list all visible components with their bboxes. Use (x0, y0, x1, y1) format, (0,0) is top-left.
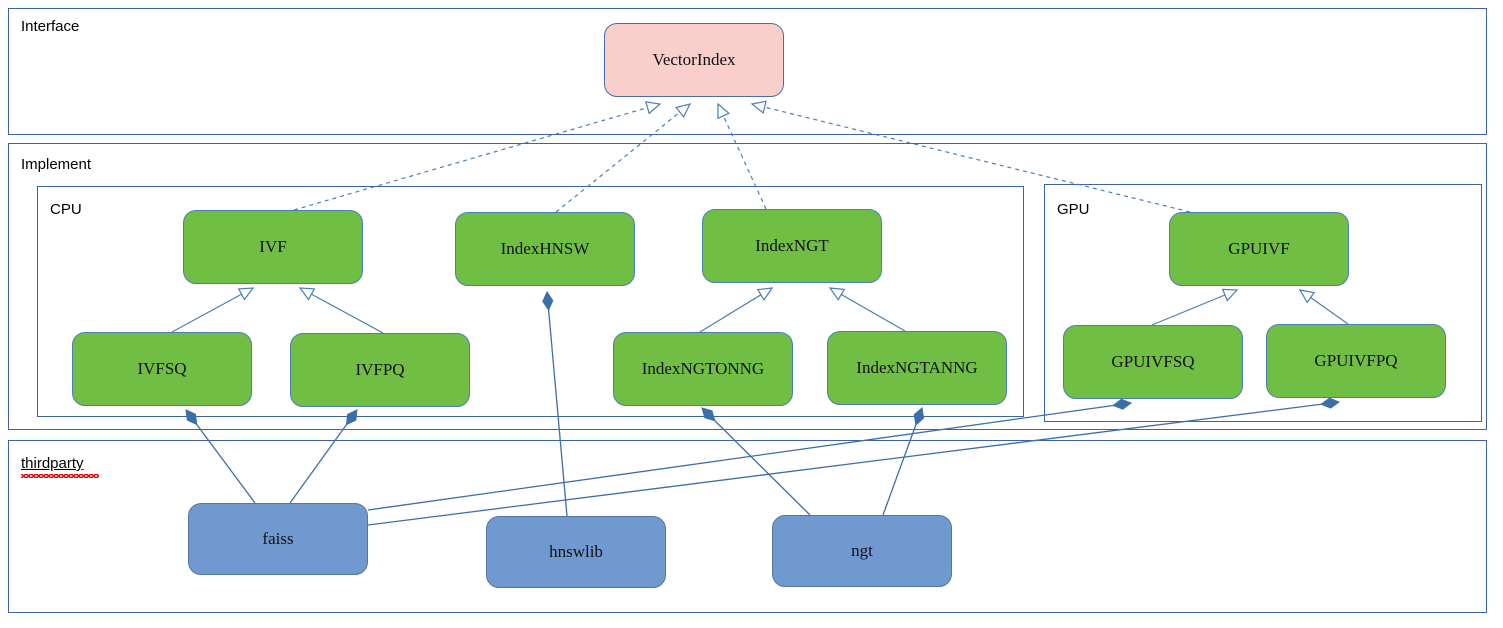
edge-faiss-to-gpuivfpq (367, 401, 1340, 526)
node-vectorindex[interactable]: VectorIndex (604, 23, 784, 97)
arrowhead-hollow-triangle-e-gpuivf-vectorindex (750, 100, 767, 114)
node-label-indexngtanng: IndexNGTANNG (856, 357, 978, 377)
node-label-gpuivfsq: GPUIVFSQ (1111, 351, 1195, 371)
arrowhead-filled-diamond-e-hnswlib-indexhnsw (542, 290, 554, 311)
arrowhead-hollow-triangle-e-hnsw-vectorindex (675, 103, 692, 118)
node-label-indexngt: IndexNGT (755, 235, 829, 255)
subgroup-label-gpu: GPU (1057, 201, 1090, 218)
edge-indexhnsw-to-vectorindex (555, 103, 691, 213)
edge-ivfpq-to-ivf (299, 287, 384, 334)
edge-indexngt-to-vectorindex (717, 103, 767, 210)
node-faiss[interactable]: faiss (188, 503, 368, 575)
edge-gpuivf-to-vectorindex (751, 103, 1191, 213)
edge-ngt-to-indexngtonng (701, 407, 811, 516)
arrowhead-filled-diamond-e-faiss-gpuivfsq (1112, 398, 1133, 410)
node-gpuivfsq[interactable]: GPUIVFSQ (1063, 325, 1243, 399)
node-label-ivfpq: IVFPQ (355, 359, 405, 379)
node-ivfpq[interactable]: IVFPQ (290, 333, 470, 407)
edge-faiss-to-gpuivfsq (367, 402, 1132, 511)
edge-faiss-to-ivfsq (185, 409, 256, 504)
node-indexngt[interactable]: IndexNGT (702, 209, 882, 283)
node-label-indexhnsw: IndexHNSW (500, 238, 590, 258)
node-label-ngt: ngt (851, 540, 873, 560)
node-ngt[interactable]: ngt (772, 515, 952, 587)
group-label-thirdparty: thirdparty (21, 455, 84, 472)
node-label-hnswlib: hnswlib (549, 541, 603, 561)
arrowhead-hollow-triangle-e-ngt-vectorindex (717, 102, 730, 120)
arrowhead-filled-diamond-e-faiss-gpuivfpq (1320, 397, 1341, 409)
arrowhead-filled-diamond-e-faiss-ivfpq (345, 409, 358, 426)
node-gpuivf[interactable]: GPUIVF (1169, 212, 1349, 286)
arrowhead-hollow-triangle-e-gpuivfpq-gpuivf (1298, 289, 1316, 304)
arrowhead-filled-diamond-e-ngt-indexngtonng (701, 407, 716, 422)
group-label-implement: Implement (21, 156, 92, 173)
node-label-ivf: IVF (259, 236, 287, 256)
node-label-vectorindex: VectorIndex (652, 49, 736, 69)
arrowhead-hollow-triangle-e-onng-indexngt (756, 287, 774, 302)
node-hnswlib[interactable]: hnswlib (486, 516, 666, 588)
subgroup-label-cpu: CPU (50, 201, 82, 218)
arrowhead-hollow-triangle-e-anng-indexngt (828, 287, 846, 301)
edge-faiss-to-ivfpq (289, 409, 358, 504)
node-ivfsq[interactable]: IVFSQ (72, 332, 252, 406)
node-ivf[interactable]: IVF (183, 210, 363, 284)
arrowhead-hollow-triangle-e-ivfsq-ivf (237, 287, 255, 301)
edge-hnswlib-to-indexhnsw (546, 291, 568, 517)
node-indexngtanng[interactable]: IndexNGTANNG (827, 331, 1007, 405)
node-label-gpuivfpq: GPUIVFPQ (1314, 350, 1398, 370)
edge-gpuivfsq-to-gpuivf (1151, 289, 1238, 326)
arrowhead-hollow-triangle-e-ivfpq-ivf (298, 287, 316, 301)
arrowhead-filled-diamond-e-faiss-ivfsq (185, 409, 198, 426)
node-indexhnsw[interactable]: IndexHNSW (455, 212, 635, 286)
group-label-interface: Interface (21, 18, 80, 35)
edge-ivf-to-vectorindex (293, 103, 661, 211)
arrowhead-filled-diamond-e-ngt-indexngtanng (913, 407, 925, 426)
arrowhead-hollow-triangle-e-gpuivfsq-gpuivf (1221, 288, 1239, 302)
node-label-faiss: faiss (262, 528, 294, 548)
edge-indexngtonng-to-indexngt (699, 287, 773, 333)
node-label-gpuivf: GPUIVF (1228, 238, 1290, 258)
node-indexngtonng[interactable]: IndexNGTONNG (613, 332, 793, 406)
arrowhead-hollow-triangle-e-ivf-vectorindex (645, 101, 662, 115)
node-label-indexngtonng: IndexNGTONNG (641, 358, 765, 378)
node-label-ivfsq: IVFSQ (137, 358, 187, 378)
node-gpuivfpq[interactable]: GPUIVFPQ (1266, 324, 1446, 398)
edge-ivfsq-to-ivf (171, 287, 254, 333)
edge-indexngtanng-to-indexngt (829, 287, 906, 332)
spellcheck-underline-thirdparty (21, 474, 99, 478)
